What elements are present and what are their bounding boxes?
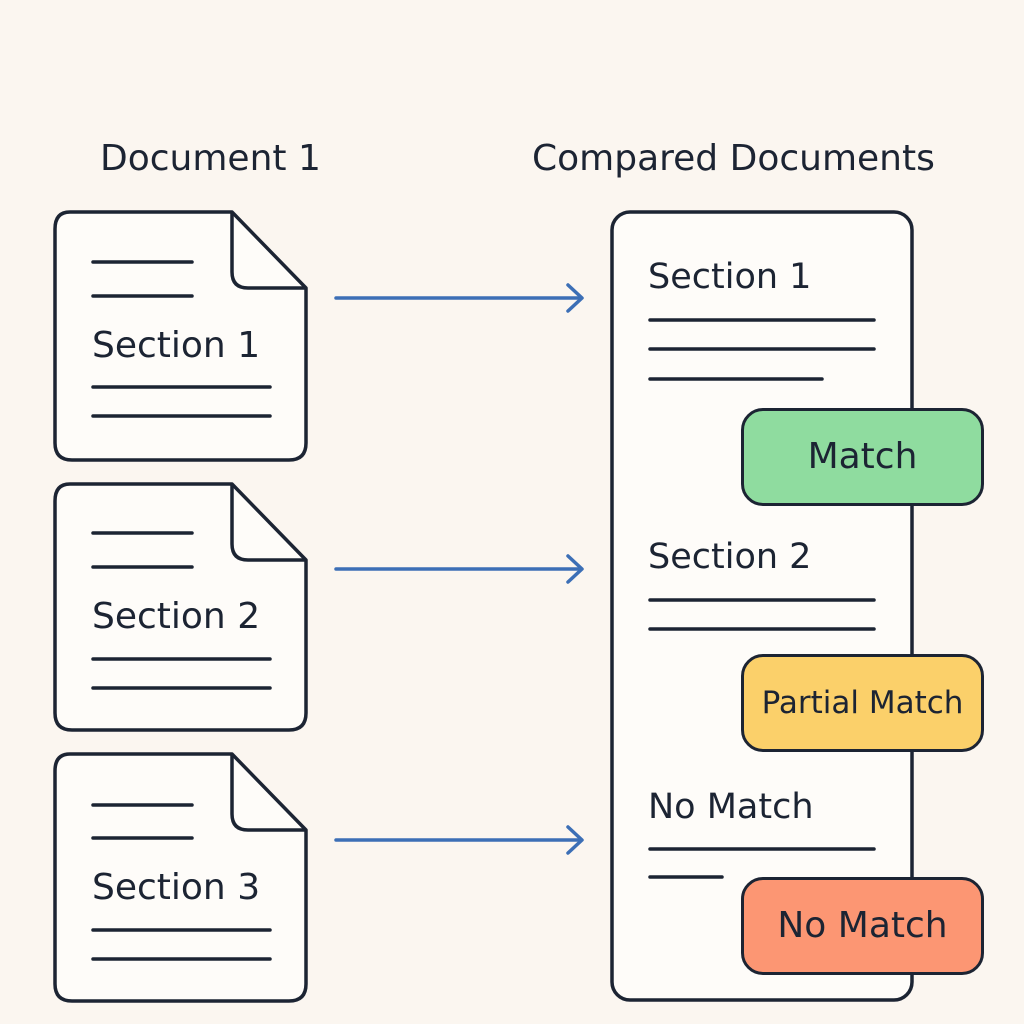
arrow-2 [334,554,584,584]
compared-section-title-3: No Match [648,787,814,827]
partial-match-badge-label: Partial Match [761,684,964,721]
doc-section-label-1: Section 1 [92,325,261,366]
doc-page-1 [53,210,308,462]
right-heading: Compared Documents [532,138,935,179]
match-badge: Match [741,408,984,506]
partial-match-badge: Partial Match [741,654,984,752]
compared-section-title-1: Section 1 [648,257,812,297]
arrow-3 [334,825,584,855]
arrow-1 [334,283,584,313]
doc-section-label-2: Section 2 [92,596,261,637]
compared-section-title-2: Section 2 [648,537,812,577]
match-badge-label: Match [807,436,918,477]
left-heading: Document 1 [100,138,321,179]
no-match-badge: No Match [741,877,984,975]
doc-page-2 [53,482,308,732]
doc-page-3 [53,752,308,1003]
no-match-badge-label: No Match [777,905,948,946]
doc-section-label-3: Section 3 [92,867,261,908]
